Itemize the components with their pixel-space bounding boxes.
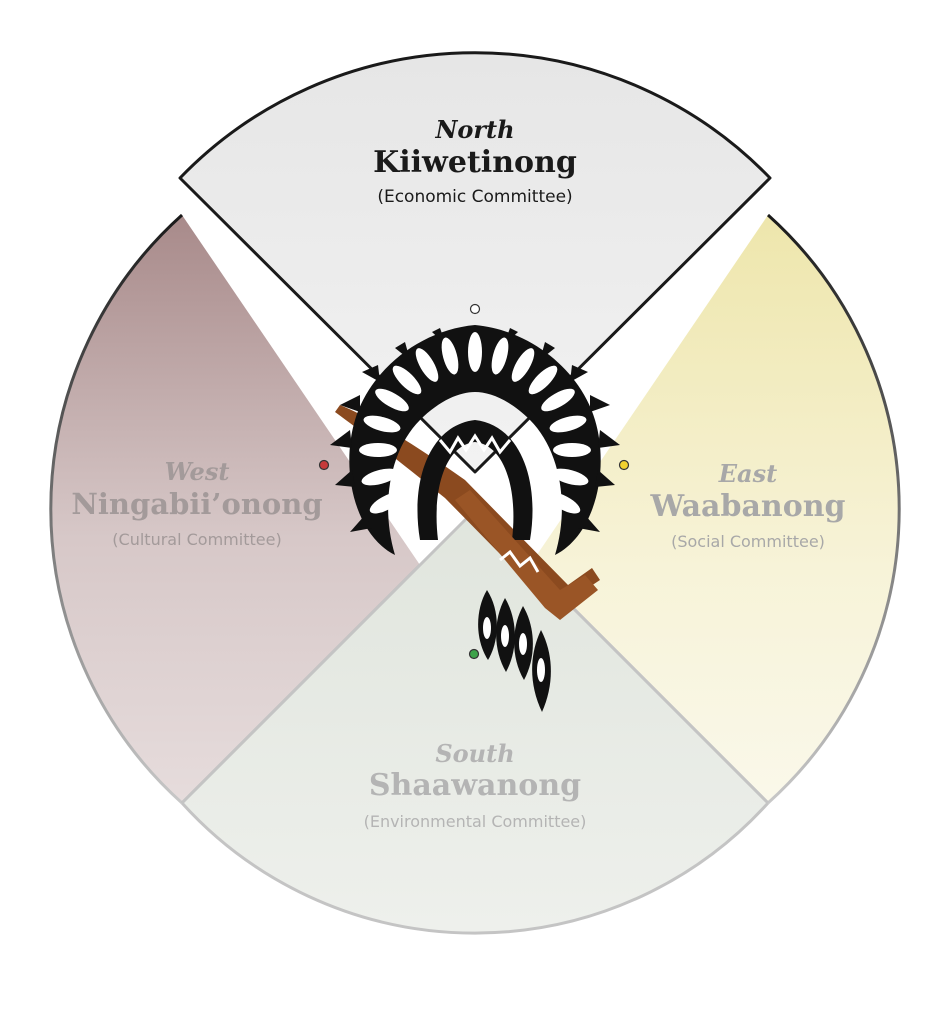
south-committee-label: (Environmental Committee) [364, 812, 587, 831]
north-dot [469, 303, 481, 315]
west-dot [318, 459, 330, 471]
north-direction-label: North [434, 115, 514, 144]
south-dot [468, 648, 480, 660]
south-name-label: Shaawanong [369, 768, 581, 803]
quadrant-south [180, 508, 770, 935]
west-name-label: Ningabii’onong [71, 487, 322, 521]
east-direction-label: East [718, 459, 777, 488]
north-name-label: Kiiwetinong [373, 145, 577, 180]
east-committee-label: (Social Committee) [671, 532, 825, 551]
headdress-and-pipe-icon [330, 325, 620, 712]
east-name-label: Waabanong [650, 489, 846, 524]
quadrant-north [178, 51, 772, 474]
east-dot [618, 459, 630, 471]
west-direction-label: West [165, 457, 230, 486]
south-direction-label: South [435, 739, 514, 768]
north-committee-label: (Economic Committee) [377, 187, 572, 207]
west-committee-label: (Cultural Committee) [112, 530, 281, 549]
